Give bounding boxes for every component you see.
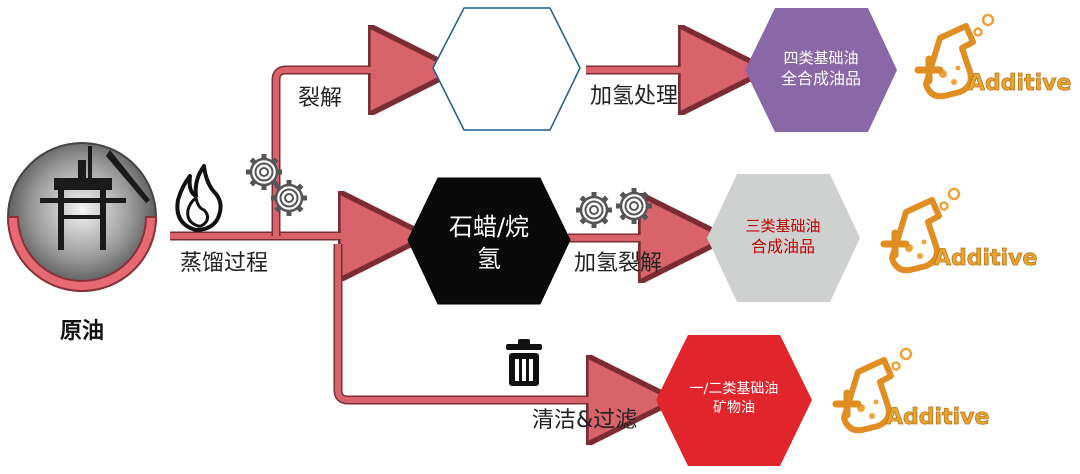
- group12-line2: 矿物油: [713, 399, 755, 416]
- trash-icon: [506, 339, 542, 386]
- hexagon-empty: [432, 7, 581, 131]
- wax-line2: 氢: [477, 245, 501, 274]
- group3-line2: 合成油品: [750, 237, 815, 257]
- hexagon-wax: [407, 177, 571, 305]
- hexagon-group3: [707, 174, 860, 302]
- additive-label: Additive: [934, 246, 1037, 271]
- crude-oil-label: 原油: [60, 319, 104, 344]
- group12-line1: 一/二类基础油: [689, 381, 779, 397]
- hexagon-group4-text: 四类基础油 全合成油品: [752, 48, 890, 90]
- group4-line2: 全合成油品: [780, 69, 861, 89]
- hexagon-group3-text: 三类基础油 合成油品: [714, 216, 852, 258]
- label-cleaning: 清洁&过滤: [532, 408, 638, 433]
- additive-label: Additive: [968, 71, 1071, 96]
- label-hydrotreating: 加氢处理: [590, 84, 679, 109]
- crude-oil-icon: [6, 142, 158, 292]
- gear-icon: [576, 188, 652, 228]
- hexagon-group12-text: 一/二类基础油 矿物油: [664, 380, 804, 418]
- label-hydrocracking: 加氢裂解: [574, 251, 663, 276]
- fire-icon: [175, 164, 223, 232]
- group3-line1: 三类基础油: [745, 217, 821, 235]
- flow-pipes: [170, 70, 732, 400]
- additive-label: Additive: [886, 405, 989, 430]
- group4-line1: 四类基础油: [783, 49, 859, 67]
- hexagon-group4: [745, 8, 897, 132]
- wax-line1: 石蜡/烷: [448, 213, 530, 241]
- label-distillation: 蒸馏过程: [180, 251, 269, 276]
- hexagon-wax-text: 石蜡/烷 氢: [418, 211, 560, 276]
- hexagon-group12: [656, 335, 812, 466]
- label-cracking: 裂解: [298, 86, 343, 111]
